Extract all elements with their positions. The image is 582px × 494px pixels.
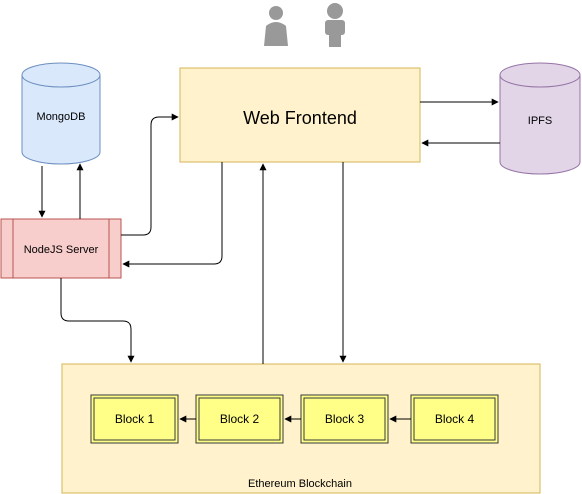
web-frontend-label: Web Frontend <box>243 108 357 128</box>
block-3-label: Block 3 <box>325 412 365 426</box>
block-3: Block 3 <box>300 394 389 444</box>
block-2-label: Block 2 <box>220 412 260 426</box>
user-female-icon <box>264 6 288 46</box>
nodejs-server-label: NodeJS Server <box>24 244 99 256</box>
web-frontend-box: Web Frontend <box>179 67 421 163</box>
ipfs-cylinder: IPFS <box>499 62 581 175</box>
block-1: Block 1 <box>90 394 179 444</box>
user-male-icon <box>325 3 345 47</box>
arrow-server-to-blockchain <box>60 278 135 363</box>
nodejs-server-box: NodeJS Server <box>0 218 122 279</box>
mongodb-label: MongoDB <box>37 111 86 123</box>
mongodb-cylinder: MongoDB <box>21 62 101 165</box>
arrow-server-to-frontend <box>121 113 179 236</box>
ipfs-label: IPFS <box>528 115 552 127</box>
arrow-frontend-to-server <box>122 162 223 268</box>
block-4-label: Block 4 <box>435 412 475 426</box>
block-4: Block 4 <box>410 394 499 444</box>
block-2: Block 2 <box>195 394 284 444</box>
ethereum-blockchain-label: Ethereum Blockchain <box>248 478 352 490</box>
block-1-label: Block 1 <box>115 412 155 426</box>
